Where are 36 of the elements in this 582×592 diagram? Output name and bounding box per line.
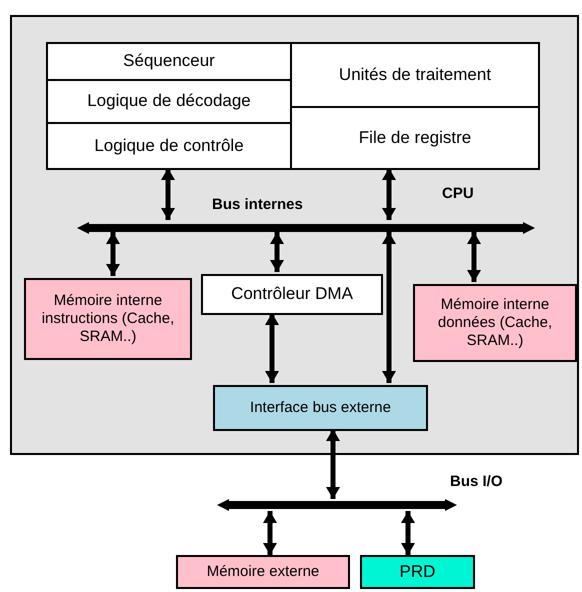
box-label: File de registre — [358, 128, 472, 148]
control-logic-cell — [46, 122, 292, 170]
decoder-cell — [46, 79, 292, 124]
interface-box — [213, 385, 428, 431]
box-label: Unités de traitement — [338, 64, 492, 86]
memory-box — [413, 284, 577, 362]
memory-box — [176, 555, 350, 589]
peripheral-box — [360, 555, 475, 589]
arrow — [265, 313, 279, 383]
register-file-cell — [290, 106, 540, 170]
dma-controller-box — [201, 274, 383, 315]
box-label: Interface bus externe — [250, 399, 391, 417]
panel-title: CPU — [442, 185, 474, 202]
arrow — [263, 511, 277, 555]
cpu-panel — [10, 15, 579, 455]
arrow — [382, 232, 396, 383]
arrow — [161, 168, 175, 220]
box-label: Mémoire interne données (Cache, SRAM..) — [436, 296, 554, 350]
bus-label: Bus I/O — [450, 473, 503, 490]
memory-box — [24, 278, 192, 360]
arrow — [401, 511, 415, 555]
sequencer-cell — [46, 42, 292, 81]
box-label: PRD — [400, 562, 436, 582]
arrow — [382, 168, 396, 220]
box-label: Mémoire interne instructions (Cache, SRAM..) — [40, 292, 176, 346]
processing-units-cell — [290, 42, 540, 108]
box-label: Mémoire externe — [206, 563, 320, 581]
box-label: Contrôleur DMA — [231, 284, 353, 305]
arrow — [270, 232, 284, 272]
box-label: Logique de contrôle — [94, 136, 244, 156]
arrow — [467, 232, 481, 282]
bus-label: Bus internes — [212, 196, 303, 213]
arrow — [106, 232, 120, 276]
box-label: Séquenceur — [123, 51, 215, 72]
arrow — [326, 429, 340, 499]
box-label: Logique de décodage — [87, 91, 251, 112]
